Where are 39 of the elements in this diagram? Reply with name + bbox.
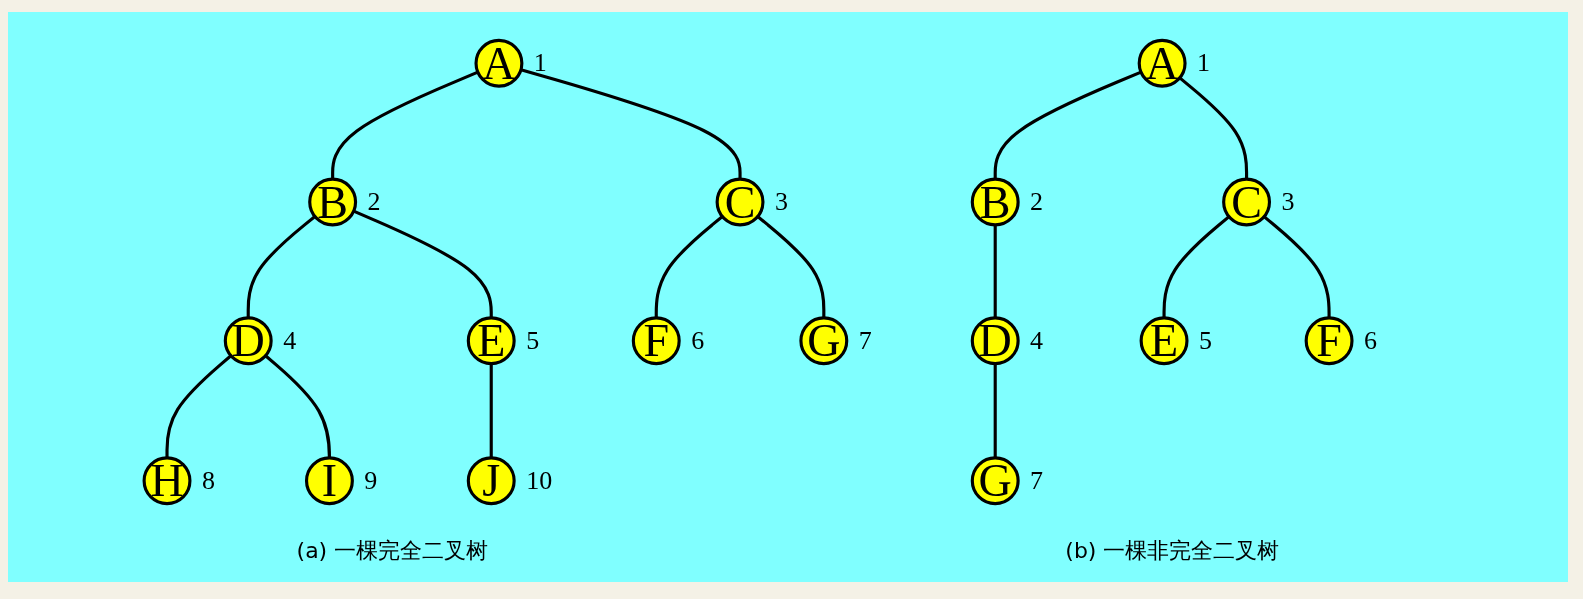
node-circle: F [631,316,681,366]
node-circle: I [304,456,354,506]
node-number: 6 [691,326,705,355]
node-circle: E [466,316,516,366]
connector [165,354,232,458]
node-circle: D [970,316,1020,366]
node-circle: B [970,177,1020,227]
node-number: 3 [1281,188,1295,216]
node-circle: A [1137,38,1187,88]
node-number: 5 [1198,326,1212,355]
node-number: 2 [1030,188,1044,216]
connector [993,363,997,458]
node-number: 3 [774,188,788,216]
node-circle: C [1222,177,1272,227]
node-number: 7 [858,326,872,355]
node-number: 7 [1030,466,1044,495]
node-circle: G [799,316,849,366]
tree-caption: (b) 一棵非完全二叉树 [1065,537,1280,565]
node-circle: G [970,456,1020,506]
node-number: 4 [283,326,297,355]
node-number: 10 [526,466,553,495]
node-circle: C [715,177,765,227]
node-number: 8 [201,466,215,495]
node-circle: E [1139,316,1189,366]
node-number: 2 [367,188,381,216]
node-circle: J [466,456,516,506]
node-number: 1 [533,49,547,78]
node-number: 6 [1364,326,1377,355]
connector [246,214,317,318]
node-number: 5 [526,326,540,355]
node-circle: B [308,177,358,227]
node-circle: H [142,456,192,506]
node-number: 4 [1030,326,1044,355]
node-circle: A [474,38,524,88]
tree-caption: (a) 一棵完全二叉树 [296,537,489,565]
node-circle: F [1304,316,1354,366]
node-number: 9 [364,466,378,495]
node-circle: D [223,316,273,366]
node-number: 1 [1197,49,1211,78]
